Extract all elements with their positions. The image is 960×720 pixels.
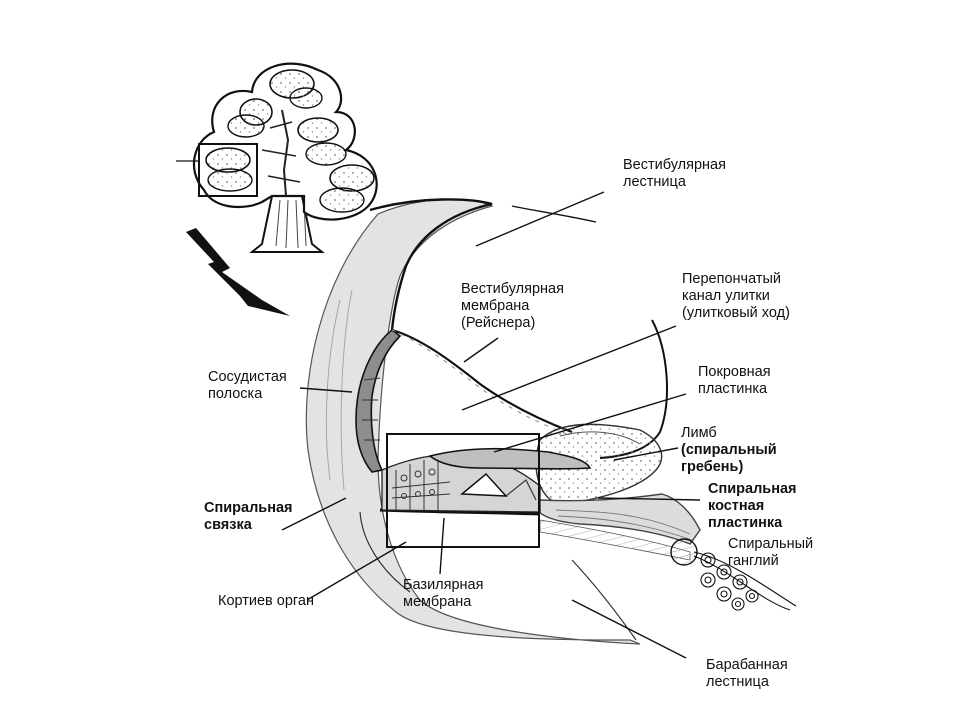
leader-lines [281,191,701,659]
label-line: Спиральная [708,481,797,497]
label-line: пластинка [708,515,783,531]
cochlea-cross-section-icon [176,62,378,253]
label-basilar-membrane: Базилярная мембрана [403,577,483,611]
label-line: Перепончатый [682,271,782,287]
label-line: мембрана [461,298,530,314]
label-line: Покровная [698,364,771,380]
label-line: ганглий [728,553,779,569]
label-line: костная [708,498,765,514]
label-vestibular-scala: Вестибулярная лестница [623,157,726,191]
label-limbus: Лимб (спиральный гребень) [681,425,777,476]
label-line: гребень) [681,459,744,475]
label-line: Базилярная [403,577,484,593]
label-line: Барабанная [706,657,788,673]
label-organ-of-corti: Кортиев орган [218,593,314,610]
label-line: Спиральный [728,536,814,552]
label-spiral-ganglion: Спиральный ганглий [728,536,813,570]
label-line: лестница [623,174,686,190]
cochlear-duct-cross-section [305,198,797,645]
label-line: полоска [208,386,263,402]
label-osseous-spiral-lamina: Спиральная костная пластинка [708,481,796,532]
label-vestibular-membrane: Вестибулярная мембрана (Рейснера) [461,281,564,332]
label-cochlear-duct: Перепончатый канал улитки (улитковый ход… [682,271,790,322]
label-line: (Рейснера) [461,315,536,331]
label-line: связка [204,517,252,533]
label-spiral-ligament: Спиральная связка [204,500,292,534]
label-line: канал улитки [682,288,770,304]
label-tectorial-membrane: Покровная пластинка [698,364,771,398]
zigzag-arrow-icon [186,228,290,316]
label-line: мембрана [403,594,472,610]
label-line: Сосудистая [208,369,287,385]
label-stria-vascularis: Сосудистая полоска [208,369,287,403]
label-line: Лимб [681,425,717,441]
label-line: Спиральная [204,500,293,516]
label-line: (улитковый ход) [682,305,790,321]
label-tympanic-scala: Барабанная лестница [706,657,788,691]
label-line: Вестибулярная [623,157,726,173]
label-line: пластинка [698,381,768,397]
label-line: (спиральный [681,442,777,458]
label-line: лестница [706,674,769,690]
label-line: Кортиев орган [218,593,314,609]
label-line: Вестибулярная [461,281,564,297]
